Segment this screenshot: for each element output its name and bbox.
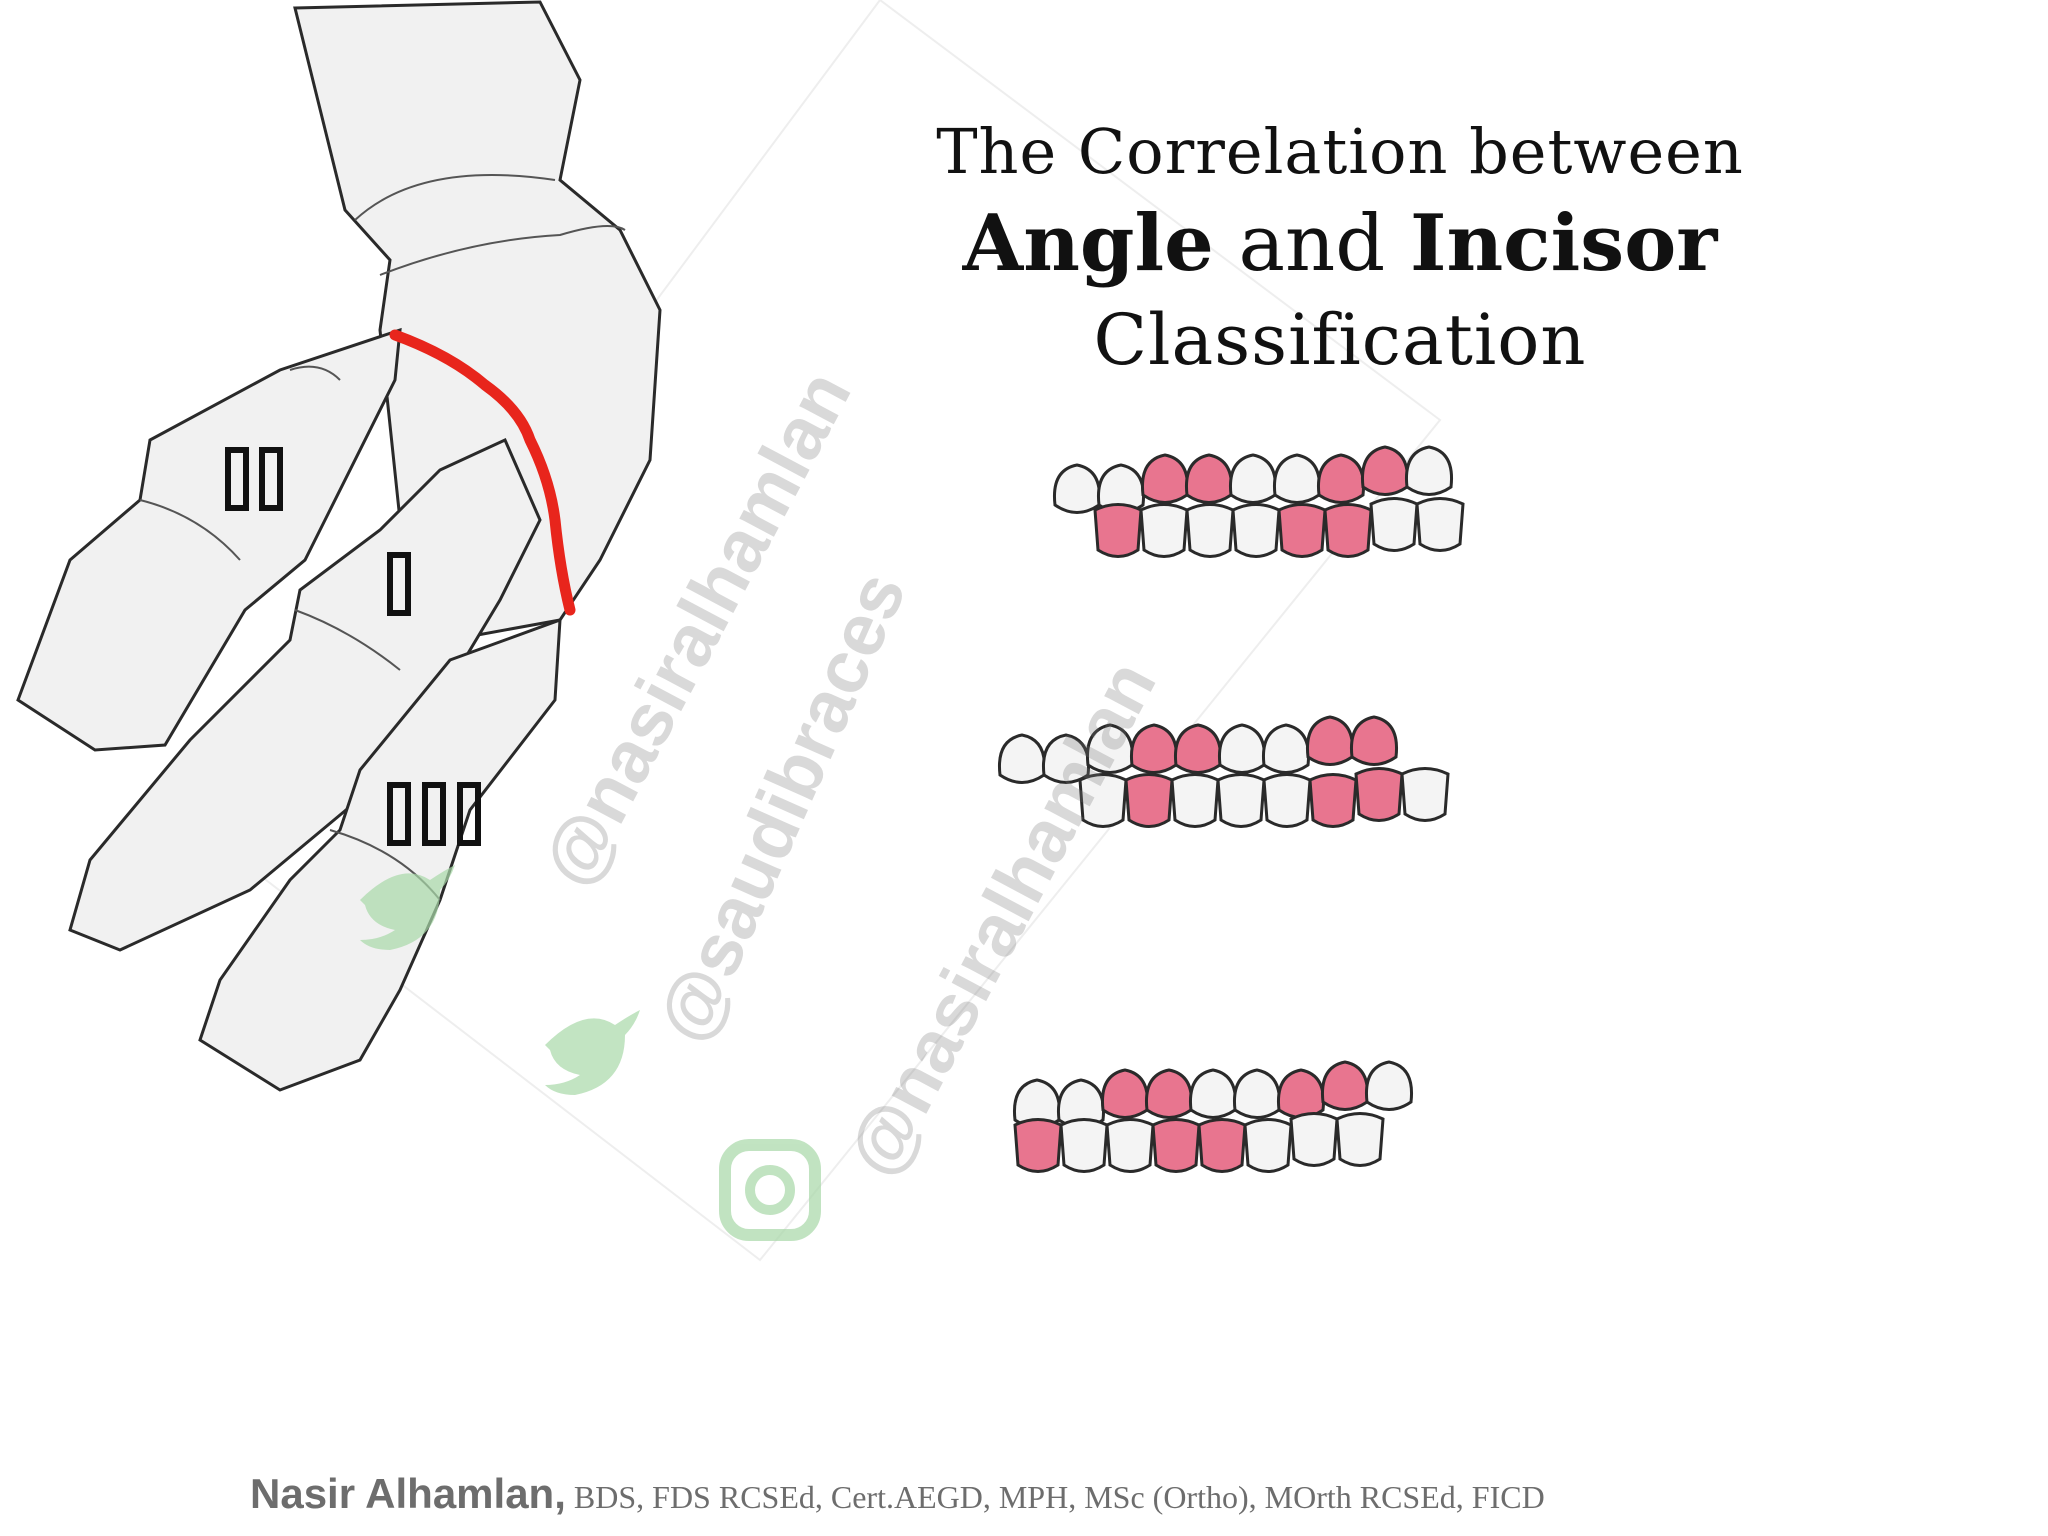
upper-tooth — [1100, 1068, 1150, 1119]
teeth-class-ii-illustration — [997, 715, 1450, 828]
lower-tooth — [1323, 503, 1373, 558]
title-line-3: Classification — [1093, 299, 1587, 381]
upper-tooth — [1320, 1060, 1370, 1111]
upper-tooth — [1364, 1060, 1414, 1111]
finger-class-ii-joint-2 — [289, 365, 341, 381]
lower-tooth — [1013, 1118, 1063, 1173]
upper-tooth — [1052, 463, 1102, 514]
title-and: and — [1213, 199, 1410, 289]
lower-tooth — [1308, 773, 1358, 828]
upper-tooth — [1276, 1068, 1326, 1119]
finger-class-ii-joint — [139, 499, 241, 561]
upper-tooth — [1360, 445, 1410, 496]
upper-tooth — [1272, 453, 1322, 504]
lower-tooth — [1354, 767, 1404, 822]
upper-tooth — [1188, 1068, 1238, 1119]
title-line-1: The Correlation between — [936, 115, 1744, 188]
lower-tooth — [1124, 773, 1174, 828]
author-name: Nasir Alhamlan, — [250, 1470, 566, 1517]
lower-tooth — [1105, 1118, 1155, 1173]
upper-tooth — [1228, 453, 1278, 504]
lower-tooth — [1185, 503, 1235, 558]
lower-tooth — [1139, 503, 1189, 558]
wrist-crease-2 — [354, 174, 556, 221]
upper-tooth — [1349, 715, 1399, 766]
lower-tooth — [1415, 497, 1465, 552]
twitter-icon — [545, 1010, 640, 1095]
instagram-icon — [719, 1139, 821, 1241]
lower-tooth — [1262, 773, 1312, 828]
wrist-crease — [379, 225, 626, 276]
lower-tooth — [1078, 773, 1128, 828]
lower-tooth — [1277, 503, 1327, 558]
lower-tooth — [1335, 1112, 1385, 1167]
finger-class-i — [68, 437, 542, 952]
lower-tooth — [1093, 503, 1143, 558]
upper-tooth — [1041, 733, 1091, 784]
upper-tooth — [1140, 453, 1190, 504]
teeth-class-i-illustration — [1052, 445, 1465, 558]
teeth-class-iii-illustration — [1012, 1060, 1414, 1173]
title-incisor: Incisor — [1409, 198, 1718, 289]
twitter-icon — [360, 865, 455, 950]
numeral-iii — [387, 782, 481, 846]
upper-tooth — [1305, 715, 1355, 766]
lower-tooth — [1059, 1118, 1109, 1173]
upper-tooth — [997, 733, 1047, 784]
upper-tooth — [1217, 723, 1267, 774]
title-angle: Angle — [962, 198, 1214, 289]
lower-tooth — [1369, 497, 1419, 552]
class-boundary-line — [389, 329, 576, 616]
author-credentials: BDS, FDS RCSEd, Cert.AEGD, MPH, MSc (Ort… — [565, 1479, 1545, 1515]
lower-tooth — [1197, 1118, 1247, 1173]
upper-tooth — [1184, 453, 1234, 504]
lower-tooth — [1170, 773, 1220, 828]
finger-class-ii — [16, 327, 402, 752]
upper-tooth — [1232, 1068, 1282, 1119]
finger-class-i-joint — [294, 609, 401, 671]
wrist — [293, 0, 662, 642]
lower-tooth — [1400, 767, 1450, 822]
upper-tooth — [1261, 723, 1311, 774]
numeral-ii — [225, 447, 283, 511]
lower-tooth — [1231, 503, 1281, 558]
upper-tooth — [1085, 723, 1135, 774]
upper-tooth — [1316, 453, 1366, 504]
lower-tooth — [1243, 1118, 1293, 1173]
slide-title: The Correlation between Angle and Inciso… — [880, 110, 1800, 386]
author-footer: Nasir Alhamlan, BDS, FDS RCSEd, Cert.AEG… — [0, 1470, 1580, 1518]
finger-class-iii — [198, 617, 562, 1092]
upper-tooth — [1404, 445, 1454, 496]
upper-tooth — [1173, 723, 1223, 774]
lower-tooth — [1151, 1118, 1201, 1173]
upper-tooth — [1144, 1068, 1194, 1119]
numeral-i — [387, 552, 411, 616]
upper-tooth — [1129, 723, 1179, 774]
title-line-2: Angle and Incisor — [880, 194, 1800, 294]
lower-tooth — [1289, 1112, 1339, 1167]
lower-tooth — [1216, 773, 1266, 828]
